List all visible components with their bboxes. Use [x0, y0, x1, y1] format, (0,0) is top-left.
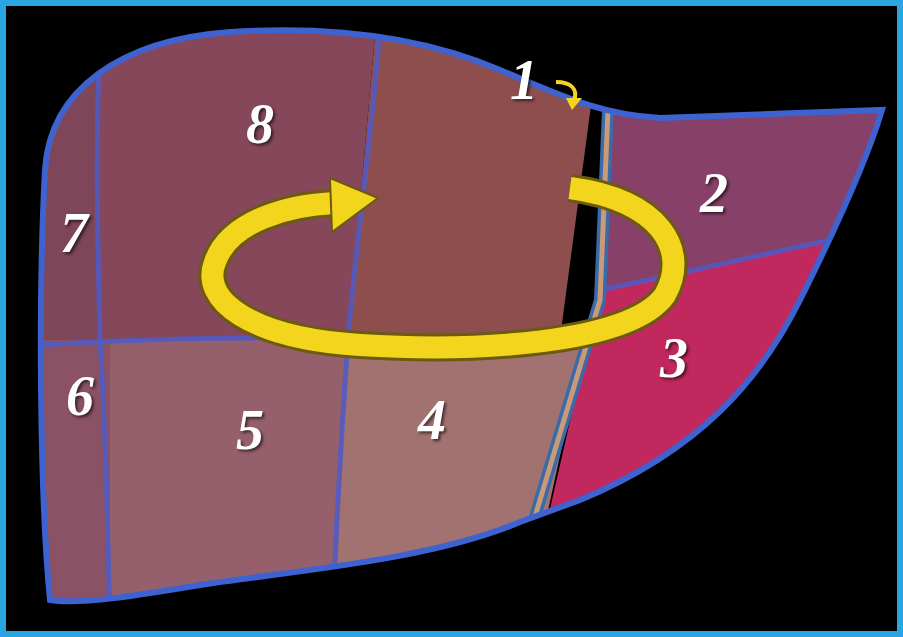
segment-region: [600, 0, 903, 290]
callout-number: 7: [60, 205, 88, 261]
numbering-arrow: [212, 178, 673, 347]
callout-number: 2: [700, 165, 728, 221]
callout-number: 8: [246, 96, 274, 152]
callout-number: 3: [660, 330, 688, 386]
callout-number: 1: [510, 52, 538, 108]
liver-outline: [41, 30, 882, 601]
callout-number: 4: [418, 392, 446, 448]
callout-number: 5: [236, 402, 264, 458]
small-arrow: [556, 82, 582, 110]
segment-borders: [40, 30, 903, 637]
callout-number: 6: [66, 368, 94, 424]
segment-region: [0, 0, 100, 340]
segment-region: [520, 225, 903, 637]
segment-region: [0, 340, 110, 637]
